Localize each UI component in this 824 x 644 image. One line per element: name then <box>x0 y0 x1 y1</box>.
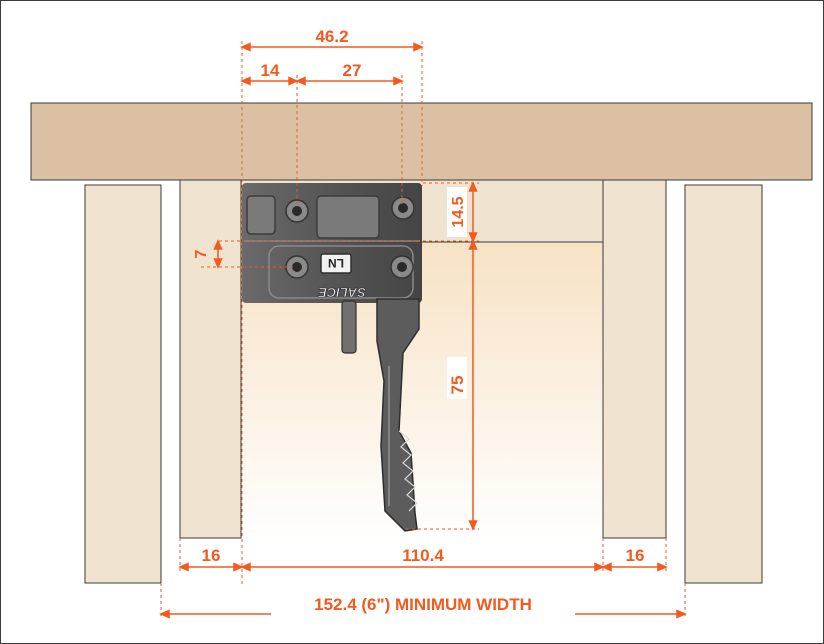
left-slot <box>246 195 276 235</box>
dim-overall-top: 46.2 <box>315 27 348 46</box>
latch-tab <box>341 300 357 354</box>
inner-side-panel-right <box>602 179 667 539</box>
dim-arm-length: 75 <box>448 376 467 395</box>
screw-hole-top-right-icon <box>391 196 415 220</box>
dim-minimum-width: 152.4 (6") MINIMUM WIDTH <box>314 595 532 614</box>
inner-side-panel-left <box>179 179 242 539</box>
screw-hole-top-left-icon <box>285 199 309 223</box>
dim-plate-height: 14.5 <box>450 196 467 227</box>
dim-left-panel: 16 <box>202 546 221 565</box>
screw-hole-bottom-right-icon <box>390 255 414 279</box>
dim-slot-offset: 7 <box>193 249 210 258</box>
lever-grip-edge <box>398 430 418 512</box>
hinge-bracket: LN SALICE <box>242 183 422 532</box>
lower-raised-panel <box>268 245 414 299</box>
extension-lines <box>160 41 686 618</box>
outer-side-panel-left <box>84 184 162 584</box>
dim-hole-spacing: 27 <box>343 61 362 80</box>
outer-side-panel-right <box>684 184 763 584</box>
dim-right-panel: 16 <box>626 546 645 565</box>
center-slot <box>316 195 380 239</box>
side-mark-box <box>320 253 352 274</box>
dimension-lines <box>159 42 687 619</box>
dim-left-offset: 14 <box>261 61 280 80</box>
lever-arm <box>376 298 420 532</box>
dimension-labels: 46.2 14 27 14.5 7 75 16 110.4 16 152.4 (… <box>193 27 644 614</box>
screw-hole-bottom-left-icon <box>285 255 309 279</box>
brand-logo: SALICE <box>318 285 366 300</box>
side-mark-label: LN <box>328 256 344 270</box>
dim-inner-width: 110.4 <box>402 546 444 565</box>
label-backgrounds <box>189 25 657 615</box>
